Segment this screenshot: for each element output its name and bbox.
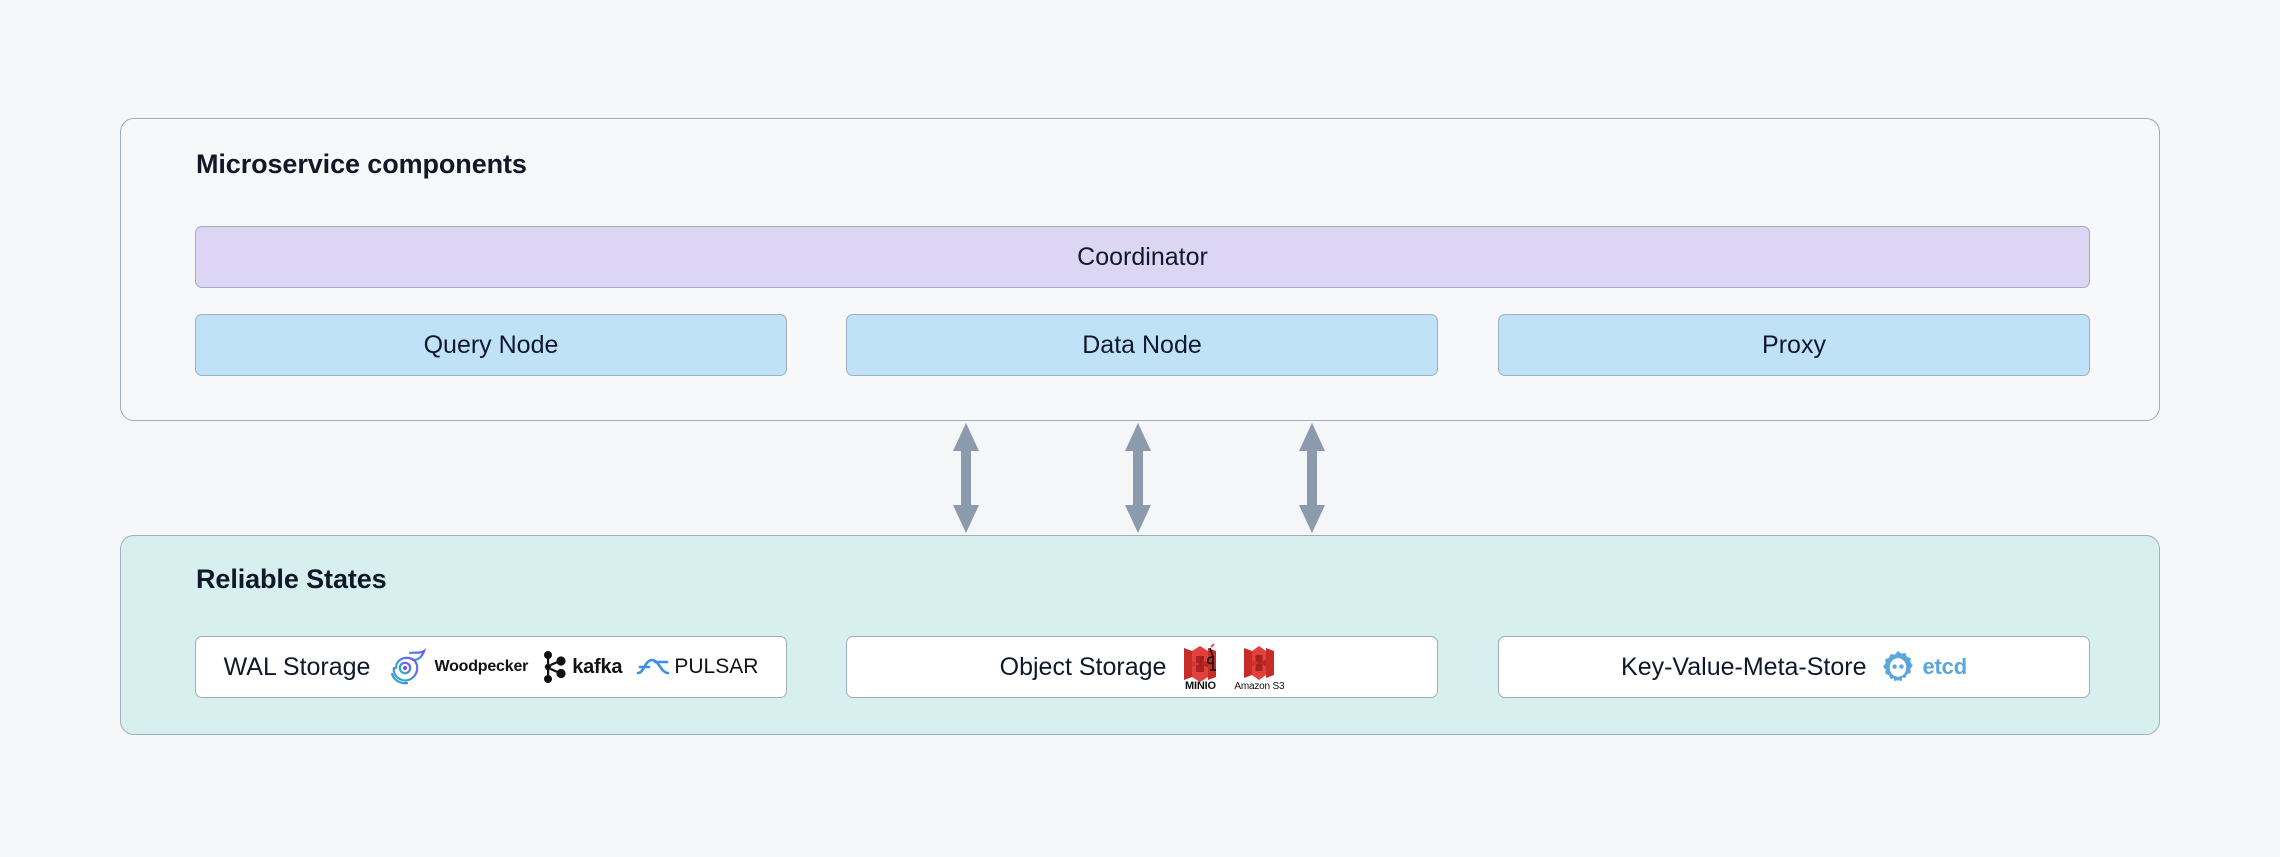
woodpecker-logo: Woodpecker [384,648,528,686]
pulsar-logo: PULSAR [636,653,758,681]
data-node-box[interactable]: Data Node [846,314,1438,376]
proxy-node-box[interactable]: Proxy [1498,314,2090,376]
pulsar-logo-text: PULSAR [674,655,759,678]
wal-storage-label: WAL Storage [223,652,371,681]
data-node-label: Data Node [1082,330,1202,359]
kafka-logo: kafka [542,650,623,684]
minio-logo: MINIO [1180,642,1220,692]
minio-logo-text: MINIO [1185,680,1216,692]
connector-arrow-query-wal [953,423,979,533]
woodpecker-logo-text: Woodpecker [434,658,529,675]
proxy-node-label: Proxy [1762,330,1826,359]
etcd-logo-text: etcd [1922,654,1968,679]
reliable-states-panel: Reliable States WAL Storage [120,535,2160,735]
object-storage-label: Object Storage [999,652,1167,681]
connector-arrow-proxy-meta [1299,423,1325,533]
store-row: WAL Storage [195,636,2090,698]
etcd-logo: etcd [1881,650,1967,684]
connector-arrow-data-object [1125,423,1151,533]
page-title: Microservice components [196,149,527,179]
amazon-s3-logo: Amazon S3 [1234,642,1285,692]
object-storage-box[interactable]: Object Storage [846,636,1438,698]
key-value-meta-store-label: Key-Value-Meta-Store [1621,652,1867,681]
coordinator-label: Coordinator [1077,242,1208,271]
connector-arrows-group [0,421,2280,536]
node-row: Query Node Data Node Proxy [195,314,2090,376]
kafka-logo-text: kafka [572,655,623,678]
wal-storage-box[interactable]: WAL Storage [195,636,787,698]
amazon-s3-logo-text: Amazon S3 [1234,681,1285,692]
reliable-states-title: Reliable States [196,564,387,594]
query-node-label: Query Node [423,330,559,359]
query-node-box[interactable]: Query Node [195,314,787,376]
coordinator-box[interactable]: Coordinator [195,226,2090,288]
key-value-meta-store-box[interactable]: Key-Value-Meta-Store etcd [1498,636,2090,698]
microservice-components-panel: Microservice components Coordinator Quer… [120,118,2160,421]
